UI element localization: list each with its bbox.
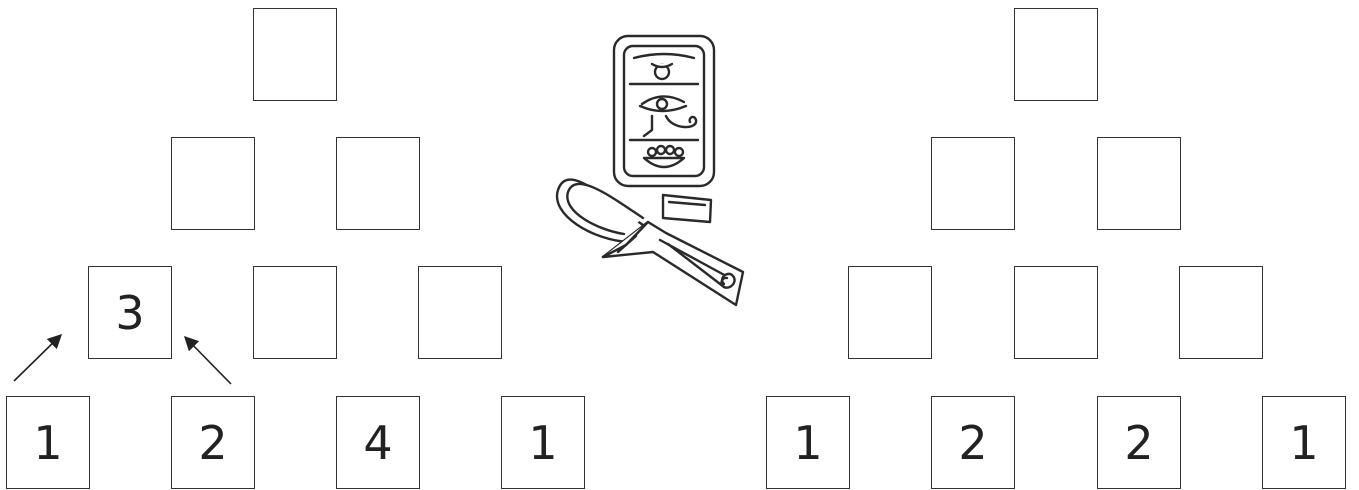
cell-right-r2-c2[interactable] (1179, 266, 1263, 359)
cell-right-r3-c0: 1 (766, 396, 850, 489)
cell-right-r3-c3: 1 (1262, 396, 1346, 489)
cell-right-r1-c1[interactable] (1097, 137, 1181, 230)
cell-right-r2-c1[interactable] (1014, 266, 1098, 359)
cell-right-r3-c2: 2 (1097, 396, 1181, 489)
cell-right-r2-c0[interactable] (848, 266, 932, 359)
cell-right-r0-c0[interactable] (1014, 8, 1098, 101)
egyptian-cartouche-ankh-icon (548, 30, 758, 315)
sum-arrow-icon-right (185, 337, 231, 384)
sum-arrow-icon-left (14, 335, 61, 381)
cell-right-r1-c0[interactable] (931, 137, 1015, 230)
cell-right-r3-c1: 2 (931, 396, 1015, 489)
